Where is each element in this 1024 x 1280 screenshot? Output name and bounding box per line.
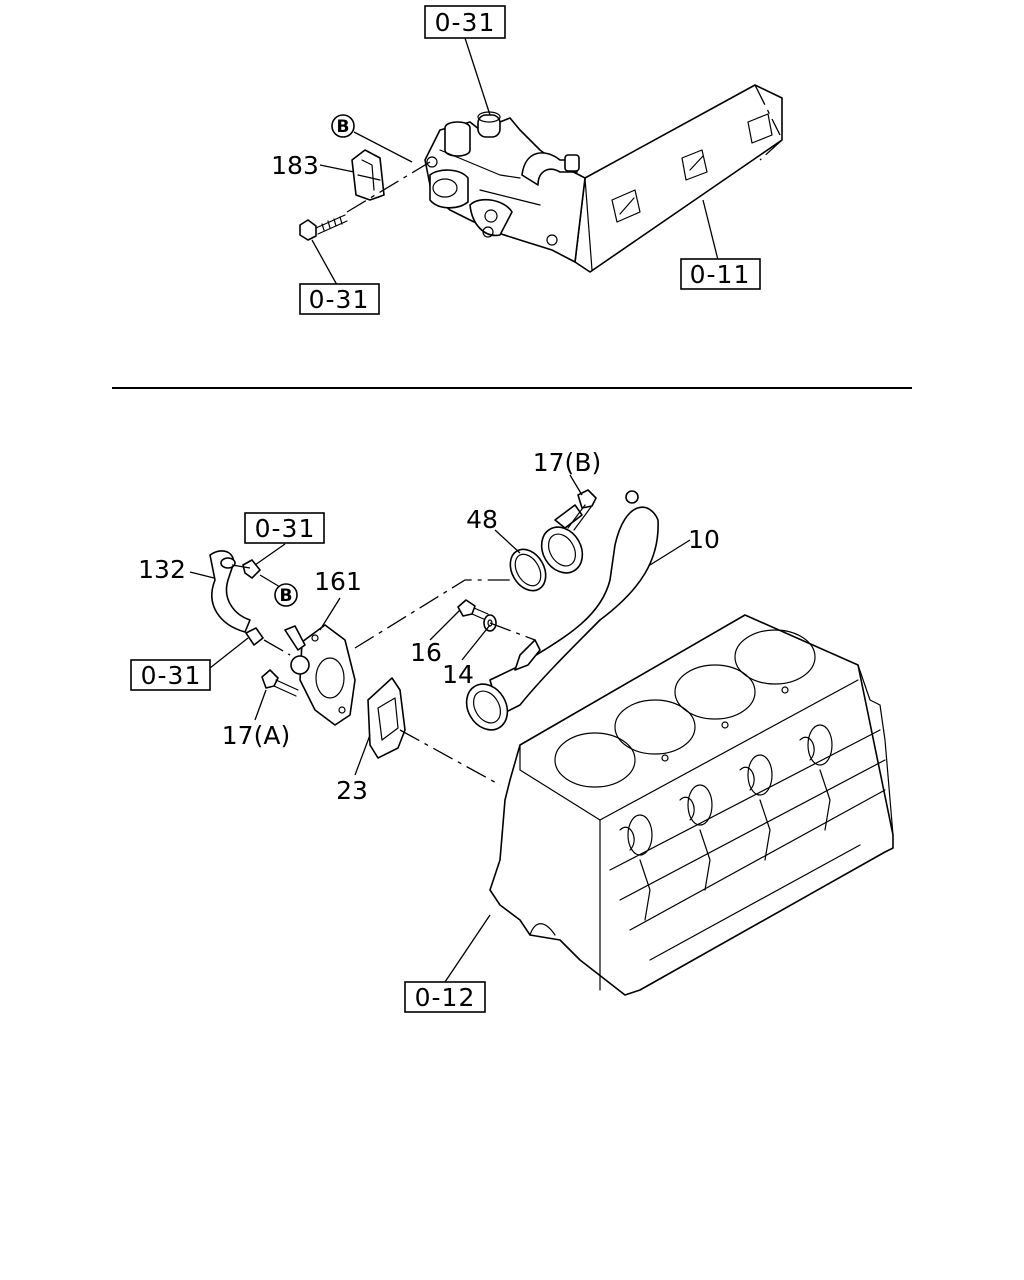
ref-label-top: 0-31 xyxy=(435,8,496,37)
callout-17a: 17(A) xyxy=(222,721,290,750)
leader-17b xyxy=(569,474,583,496)
ref-label-pipe-bolt: 0-31 xyxy=(255,514,316,543)
ref-box-left xyxy=(130,659,211,691)
leader-16 xyxy=(429,609,461,641)
callout-23: 23 xyxy=(336,776,368,805)
ref-box-pipe-bolt xyxy=(244,512,325,544)
bolt-top xyxy=(299,214,348,241)
centerline-outlet-pipe xyxy=(354,579,510,649)
leader-ref-top xyxy=(464,37,491,116)
callout-16: 16 xyxy=(410,638,442,667)
circled-B-top xyxy=(331,114,355,138)
ref-label-top-bolt: 0-31 xyxy=(309,285,370,314)
leader-17a xyxy=(254,689,267,721)
hose-132 xyxy=(209,550,251,633)
bracket-183 xyxy=(351,149,385,201)
callout-17b: 17(B) xyxy=(533,448,601,477)
egr-valve-assembly xyxy=(424,111,586,263)
ref-label-block: 0-12 xyxy=(415,983,476,1012)
callout-161: 161 xyxy=(314,567,362,596)
leader-ref-left xyxy=(209,637,249,669)
leader-161 xyxy=(319,597,341,631)
callout-183: 183 xyxy=(271,151,319,180)
bolt-17b xyxy=(567,489,597,531)
leader-132 xyxy=(189,571,215,579)
water-pipe-10 xyxy=(465,490,659,731)
callout-132: 132 xyxy=(138,555,186,584)
leader-B-top xyxy=(353,131,413,163)
leader-manifold xyxy=(702,199,719,261)
centerline-hose xyxy=(231,564,251,569)
leader-183 xyxy=(319,164,355,173)
cylinder-block xyxy=(489,614,894,996)
ref-box-top-bolt xyxy=(299,283,380,315)
bolt-17a xyxy=(261,669,299,697)
callout-B-bottom: B xyxy=(280,586,293,606)
callout-14: 14 xyxy=(442,660,474,689)
hose-clips xyxy=(242,559,264,646)
centerline-gasket-block xyxy=(399,729,501,786)
callout-10: 10 xyxy=(688,525,720,554)
ref-label-manifold: 0-11 xyxy=(690,260,751,289)
leader-14 xyxy=(461,624,491,661)
ref-box-manifold xyxy=(680,258,761,290)
circled-B-bottom xyxy=(274,583,298,607)
ref-box-top xyxy=(424,5,506,39)
centerline-bolt16 xyxy=(489,622,536,641)
leader-48 xyxy=(494,529,521,554)
leader-23 xyxy=(354,734,371,776)
centerline-clip xyxy=(263,639,291,656)
gasket-23 xyxy=(367,677,406,759)
leader-ref-pipe-bolt xyxy=(254,543,286,566)
leader-10 xyxy=(649,539,691,566)
intake-manifold xyxy=(574,84,783,273)
leader-bolt-top xyxy=(311,239,338,286)
ref-label-left: 0-31 xyxy=(141,661,202,690)
callout-B-top: B xyxy=(337,117,350,137)
water-outlet-161 xyxy=(284,624,356,726)
ref-box-block xyxy=(404,981,486,1013)
leader-ref-block xyxy=(444,914,491,983)
bolt-16 xyxy=(457,599,489,621)
centerline-bolt-top xyxy=(346,161,431,213)
o-ring-48 xyxy=(509,548,547,592)
callout-48: 48 xyxy=(466,505,498,534)
